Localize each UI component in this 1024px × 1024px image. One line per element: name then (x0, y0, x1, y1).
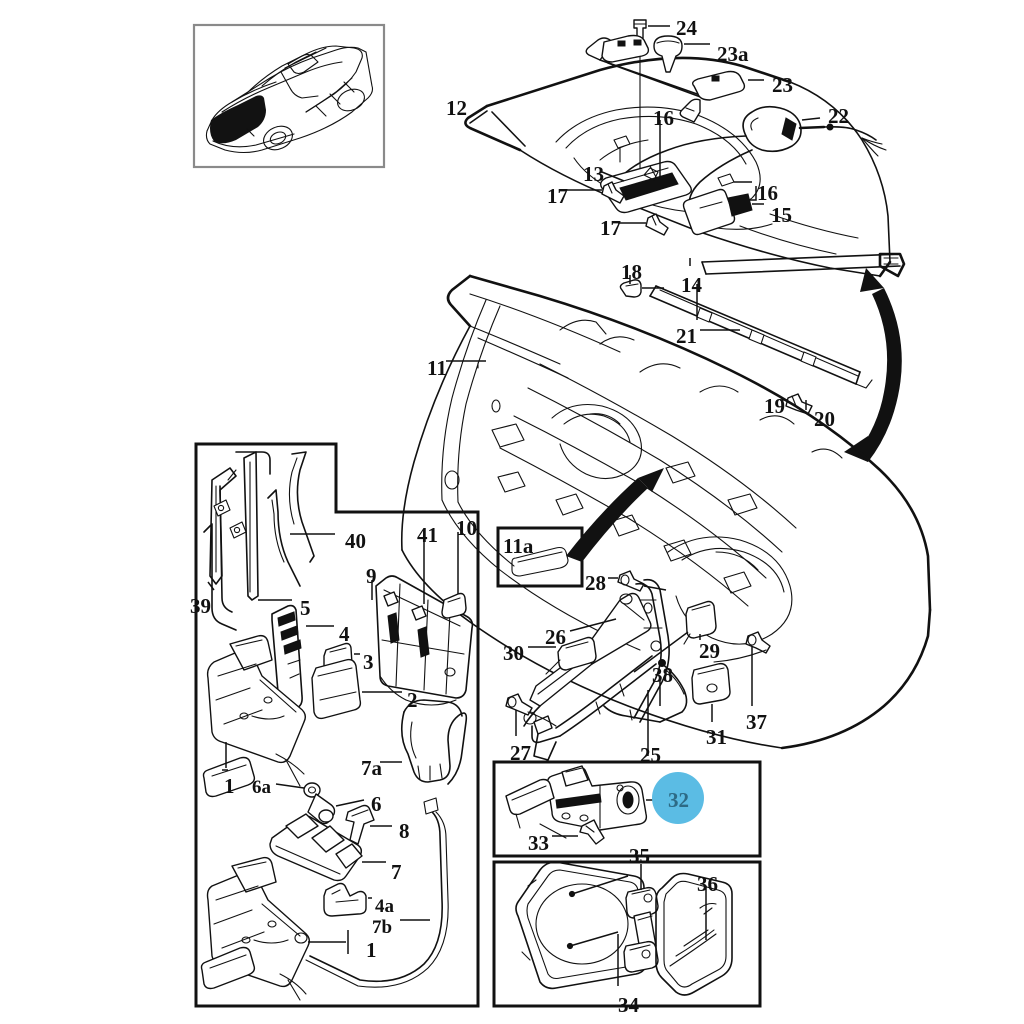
callout-label-21: 21 (676, 324, 697, 348)
assembly-arrow-right (844, 268, 902, 462)
callout-label-22: 22 (828, 104, 849, 128)
callout-label-16-upper: 16 (653, 106, 674, 130)
callout-label-37: 37 (746, 710, 767, 734)
callout-label-24: 24 (676, 16, 697, 40)
part-6a-6-8-fasteners (275, 782, 392, 845)
callout-label-1-upper: 1 (224, 774, 235, 798)
callout-label-17-lower: 17 (600, 216, 621, 240)
part-33-screw (579, 819, 605, 845)
callout-label-30: 30 (503, 641, 524, 665)
lock-assembly-panel-border (194, 442, 480, 1008)
part-17-bolts (566, 181, 669, 236)
part-21-seal-rail (649, 285, 873, 389)
callout-label-25: 25 (640, 743, 661, 767)
callout-label-19: 19 (764, 394, 785, 418)
callout-label-7a: 7a (361, 756, 382, 780)
trunk-lid-outer-panel (464, 56, 892, 278)
callout-label-28: 28 (585, 571, 606, 595)
part-32-latch (505, 765, 648, 839)
part-7a-handle (400, 699, 468, 785)
part-13-lock-striker (599, 160, 693, 214)
callout-label-20: 20 (814, 407, 835, 431)
callout-label-32: 32 (668, 788, 689, 812)
callout-label-8: 8 (399, 819, 410, 843)
callout-label-38: 38 (652, 663, 673, 687)
part-7-bracket (269, 813, 363, 882)
part-15-lock-cylinder (682, 188, 764, 236)
part-39-40-5-rods (203, 451, 315, 631)
part-23a-grommet (653, 35, 683, 73)
callout-label-10: 10 (456, 516, 477, 540)
part-27-bolt (505, 693, 557, 727)
callout-label-16-lower: 16 (757, 181, 778, 205)
callout-32-highlight-circle (652, 772, 704, 824)
callout-label-4: 4 (339, 622, 350, 646)
part-30-bracket (545, 636, 597, 675)
part-38-rod (603, 659, 688, 723)
assembly-arrow-seal (566, 468, 664, 562)
part-1-latch-upper (202, 634, 307, 798)
callout-label-31: 31 (706, 725, 727, 749)
callout-label-26: 26 (545, 625, 566, 649)
callout-label-3: 3 (363, 650, 374, 674)
trunk-lid-inner-panel (400, 274, 932, 750)
part-16-clips (613, 120, 757, 201)
callout-label-23a: 23a (717, 42, 749, 66)
callout-label-27: 27 (510, 741, 531, 765)
callout-label-40: 40 (345, 529, 366, 553)
callout-label-11: 11 (427, 356, 447, 380)
part-28-bolt (617, 570, 645, 592)
latch-fuel-panel-border (492, 760, 762, 1008)
callout-label-12: 12 (446, 96, 467, 120)
callout-label-5: 5 (300, 596, 311, 620)
callout-label-15: 15 (771, 203, 792, 227)
callout-label-17-upper: 17 (547, 184, 568, 208)
callout-label-39: 39 (190, 594, 211, 618)
part-22-harness (623, 123, 887, 230)
callout-label-35: 35 (629, 844, 650, 868)
callout-label-18: 18 (621, 260, 642, 284)
callout-label-11a: 11a (503, 534, 534, 558)
part-37-bolt (713, 631, 771, 663)
callout-label-14: 14 (681, 273, 702, 297)
callout-label-9: 9 (366, 564, 377, 588)
callout-label-33: 33 (528, 831, 549, 855)
part-9-41-10-support (375, 575, 474, 706)
callout-label-23: 23 (772, 73, 793, 97)
callout-label-2: 2 (407, 688, 418, 712)
callout-label-1-lower: 1 (366, 938, 377, 962)
part-22-wiring-switch (742, 105, 826, 153)
part-7b-cable (305, 797, 449, 988)
callout-label-6: 6 (371, 792, 382, 816)
part-11a-inset-box (496, 526, 584, 588)
part-36-fuel-door (655, 872, 733, 996)
callout-label-7: 7 (391, 860, 402, 884)
part-14-upper-seal (701, 252, 906, 278)
vehicle-overview-inset (192, 23, 386, 169)
part-1-latch-lower (200, 856, 311, 1001)
callout-label-34: 34 (618, 993, 639, 1017)
callout-label-7b: 7b (372, 917, 393, 938)
callout-label-29: 29 (699, 639, 720, 663)
callout-label-41: 41 (417, 523, 438, 547)
part-29-clip (683, 600, 717, 645)
part-4a-clip (323, 882, 367, 917)
part-31-block (691, 662, 731, 705)
callout-label-4a: 4a (375, 896, 394, 917)
part-2-actuator (311, 658, 362, 720)
part-35-hinge (623, 886, 659, 973)
callout-label-6a: 6a (252, 777, 271, 798)
callout-label-13: 13 (583, 162, 604, 186)
part-23-striker-bar (585, 34, 746, 123)
part-10-grommet (441, 592, 467, 619)
callout-label-36: 36 (697, 872, 718, 896)
part-18-clip (619, 279, 642, 298)
